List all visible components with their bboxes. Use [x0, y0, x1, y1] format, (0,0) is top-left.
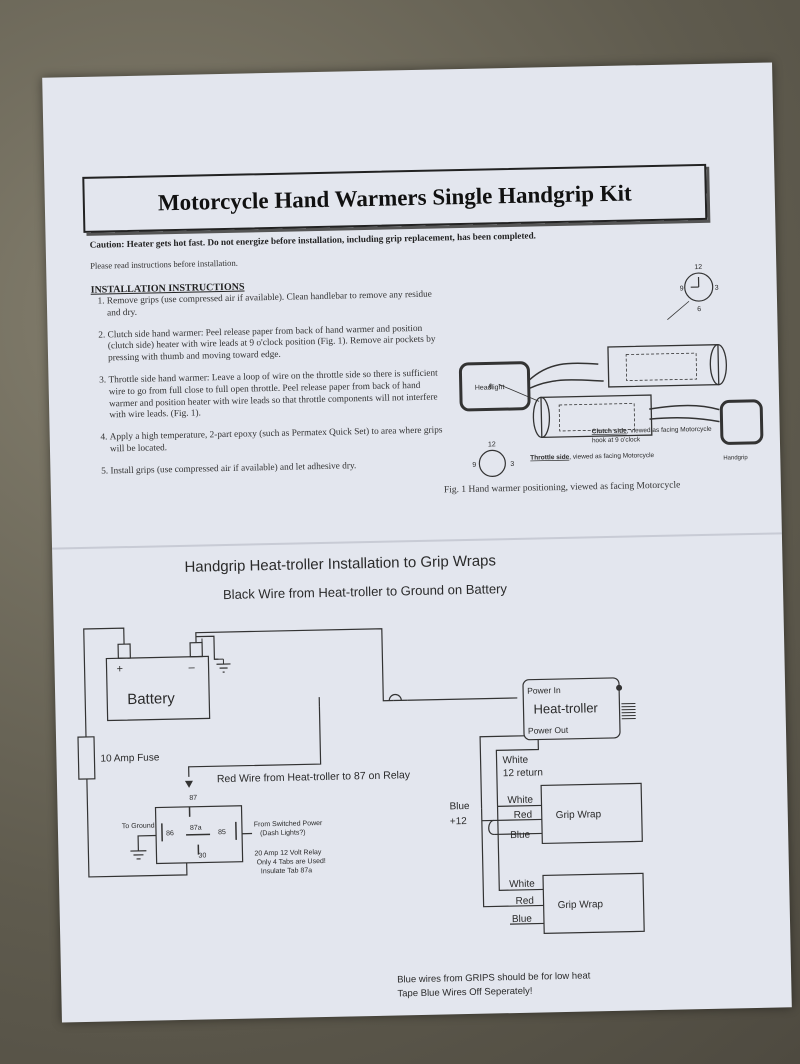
battery-label: Battery: [127, 690, 175, 708]
clutch-clock-icon: [684, 272, 714, 302]
clock-6-label: 6: [697, 306, 701, 313]
instruction-step: Apply a high temperature, 2-part epoxy (…: [110, 426, 445, 457]
fuse-label: 10 Amp Fuse: [100, 752, 160, 764]
headlight-label: Headlight: [475, 384, 505, 392]
handgrip-icon: [719, 399, 764, 445]
knob-icon: [621, 702, 636, 720]
grip1-blue-label: Blue: [510, 830, 531, 841]
clock-9-label: 9: [680, 285, 684, 292]
relay-30-label: 30: [198, 852, 206, 859]
grip-wrap-2: [542, 872, 645, 935]
power-out-label: Power Out: [528, 725, 569, 736]
svg-text:Throttle side, viewed as facin: Throttle side, viewed as facing Motorcyc…: [530, 452, 654, 462]
relay-87-label: 87: [189, 795, 197, 802]
relay-86-label: 86: [166, 830, 174, 837]
grip2-blue-label: Blue: [512, 914, 533, 925]
clutch-side-caption-2: hook at 9 o'clock: [592, 436, 641, 444]
instruction-step: Install grips (use compressed air if ava…: [110, 459, 445, 478]
headlight-icon: [458, 361, 531, 412]
grip-wrap-2-label: Grip Wrap: [558, 899, 604, 911]
throttle-side-label: Throttle side: [530, 454, 570, 462]
please-read-text: Please read instructions before installa…: [90, 257, 238, 271]
wiring-title: Handgrip Heat-troller Installation to Gr…: [184, 552, 496, 576]
grip2-red-label: Red: [515, 896, 534, 907]
heat-troller: [522, 677, 621, 741]
handgrip-label: Handgrip: [723, 455, 748, 462]
clock-3-label-2: 3: [510, 461, 514, 468]
clutch-side-label: Clutch side: [592, 428, 628, 436]
clock-3-label: 3: [715, 285, 719, 292]
from-switched-label: From Switched Power: [254, 820, 323, 828]
red-wire-label: Red Wire from Heat-troller to 87 on Rela…: [217, 769, 411, 785]
dash-lights-label: (Dash Lights?): [260, 829, 306, 837]
instruction-sheet: Motorcycle Hand Warmers Single Handgrip …: [42, 62, 792, 1023]
wiring-subtitle: Black Wire from Heat-troller to Ground o…: [223, 581, 508, 602]
blue-label: Blue: [449, 801, 470, 812]
throttle-figure: 6 Handgrip Throttle side, viewed as faci…: [489, 383, 764, 462]
note-1: Blue wires from GRIPS should be for low …: [397, 970, 591, 985]
fuse: [77, 736, 96, 780]
relay-85-label: 85: [218, 829, 226, 836]
relay-note-1: 20 Amp 12 Volt Relay: [254, 849, 322, 857]
clutch-side-caption: , viewed as facing Motorcycle: [627, 426, 712, 435]
heat-troller-label: Heat-troller: [533, 700, 598, 716]
battery-minus-label: –: [188, 662, 195, 674]
throttle-grip-icon: [540, 394, 653, 439]
instruction-step: Clutch side hand warmer: Peel release pa…: [107, 323, 443, 365]
instruction-steps: Remove grips (use compressed air if avai…: [87, 289, 446, 488]
grip-wrap-1-label: Grip Wrap: [556, 809, 602, 821]
grip-wrap-1: [540, 782, 643, 845]
relay-note-2: Only 4 Tabs are Used!: [257, 858, 326, 866]
grip1-red-label: Red: [514, 810, 533, 821]
power-in-label: Power In: [527, 685, 561, 696]
instruction-step: Throttle side hand warmer: Leave a loop …: [108, 368, 444, 422]
white-return-label-1: White: [502, 755, 528, 767]
to-ground-label: To Ground: [122, 823, 155, 831]
clutch-grip-icon: [607, 343, 720, 388]
caution-text: Caution: Heater gets hot fast. Do not en…: [89, 230, 537, 250]
handgrip-figure: 12 3 6 9 Headlight Clutch side, viewed a…: [458, 264, 728, 478]
plus12-label: +12: [450, 816, 468, 827]
white-return-label-2: 12 return: [503, 767, 543, 779]
throttle-clock-icon: [478, 449, 506, 478]
clock-12-label: 12: [694, 264, 702, 271]
relay-87a-label: 87a: [190, 825, 202, 832]
grip1-white-label: White: [507, 795, 533, 807]
battery-plus-label: +: [116, 663, 123, 675]
grip2-white-label: White: [509, 879, 535, 891]
document-title: Motorcycle Hand Warmers Single Handgrip …: [82, 163, 708, 233]
svg-text:Clutch side, viewed as facing: Clutch side, viewed as facing Motorcycle: [592, 426, 712, 436]
clock-9-label-2: 9: [472, 462, 476, 469]
clock-12-label-2: 12: [488, 441, 496, 448]
clock-6-label-2: 6: [489, 383, 493, 390]
note-2: Tape Blue Wires Off Seperately!: [397, 986, 532, 1000]
battery: [105, 655, 211, 722]
wiring-diagram: Handgrip Heat-troller Installation to Gr…: [77, 552, 645, 1000]
throttle-side-caption: , viewed as facing Motorcycle: [569, 452, 654, 461]
relay-note-3: Insulate Tab 87a: [261, 867, 312, 875]
